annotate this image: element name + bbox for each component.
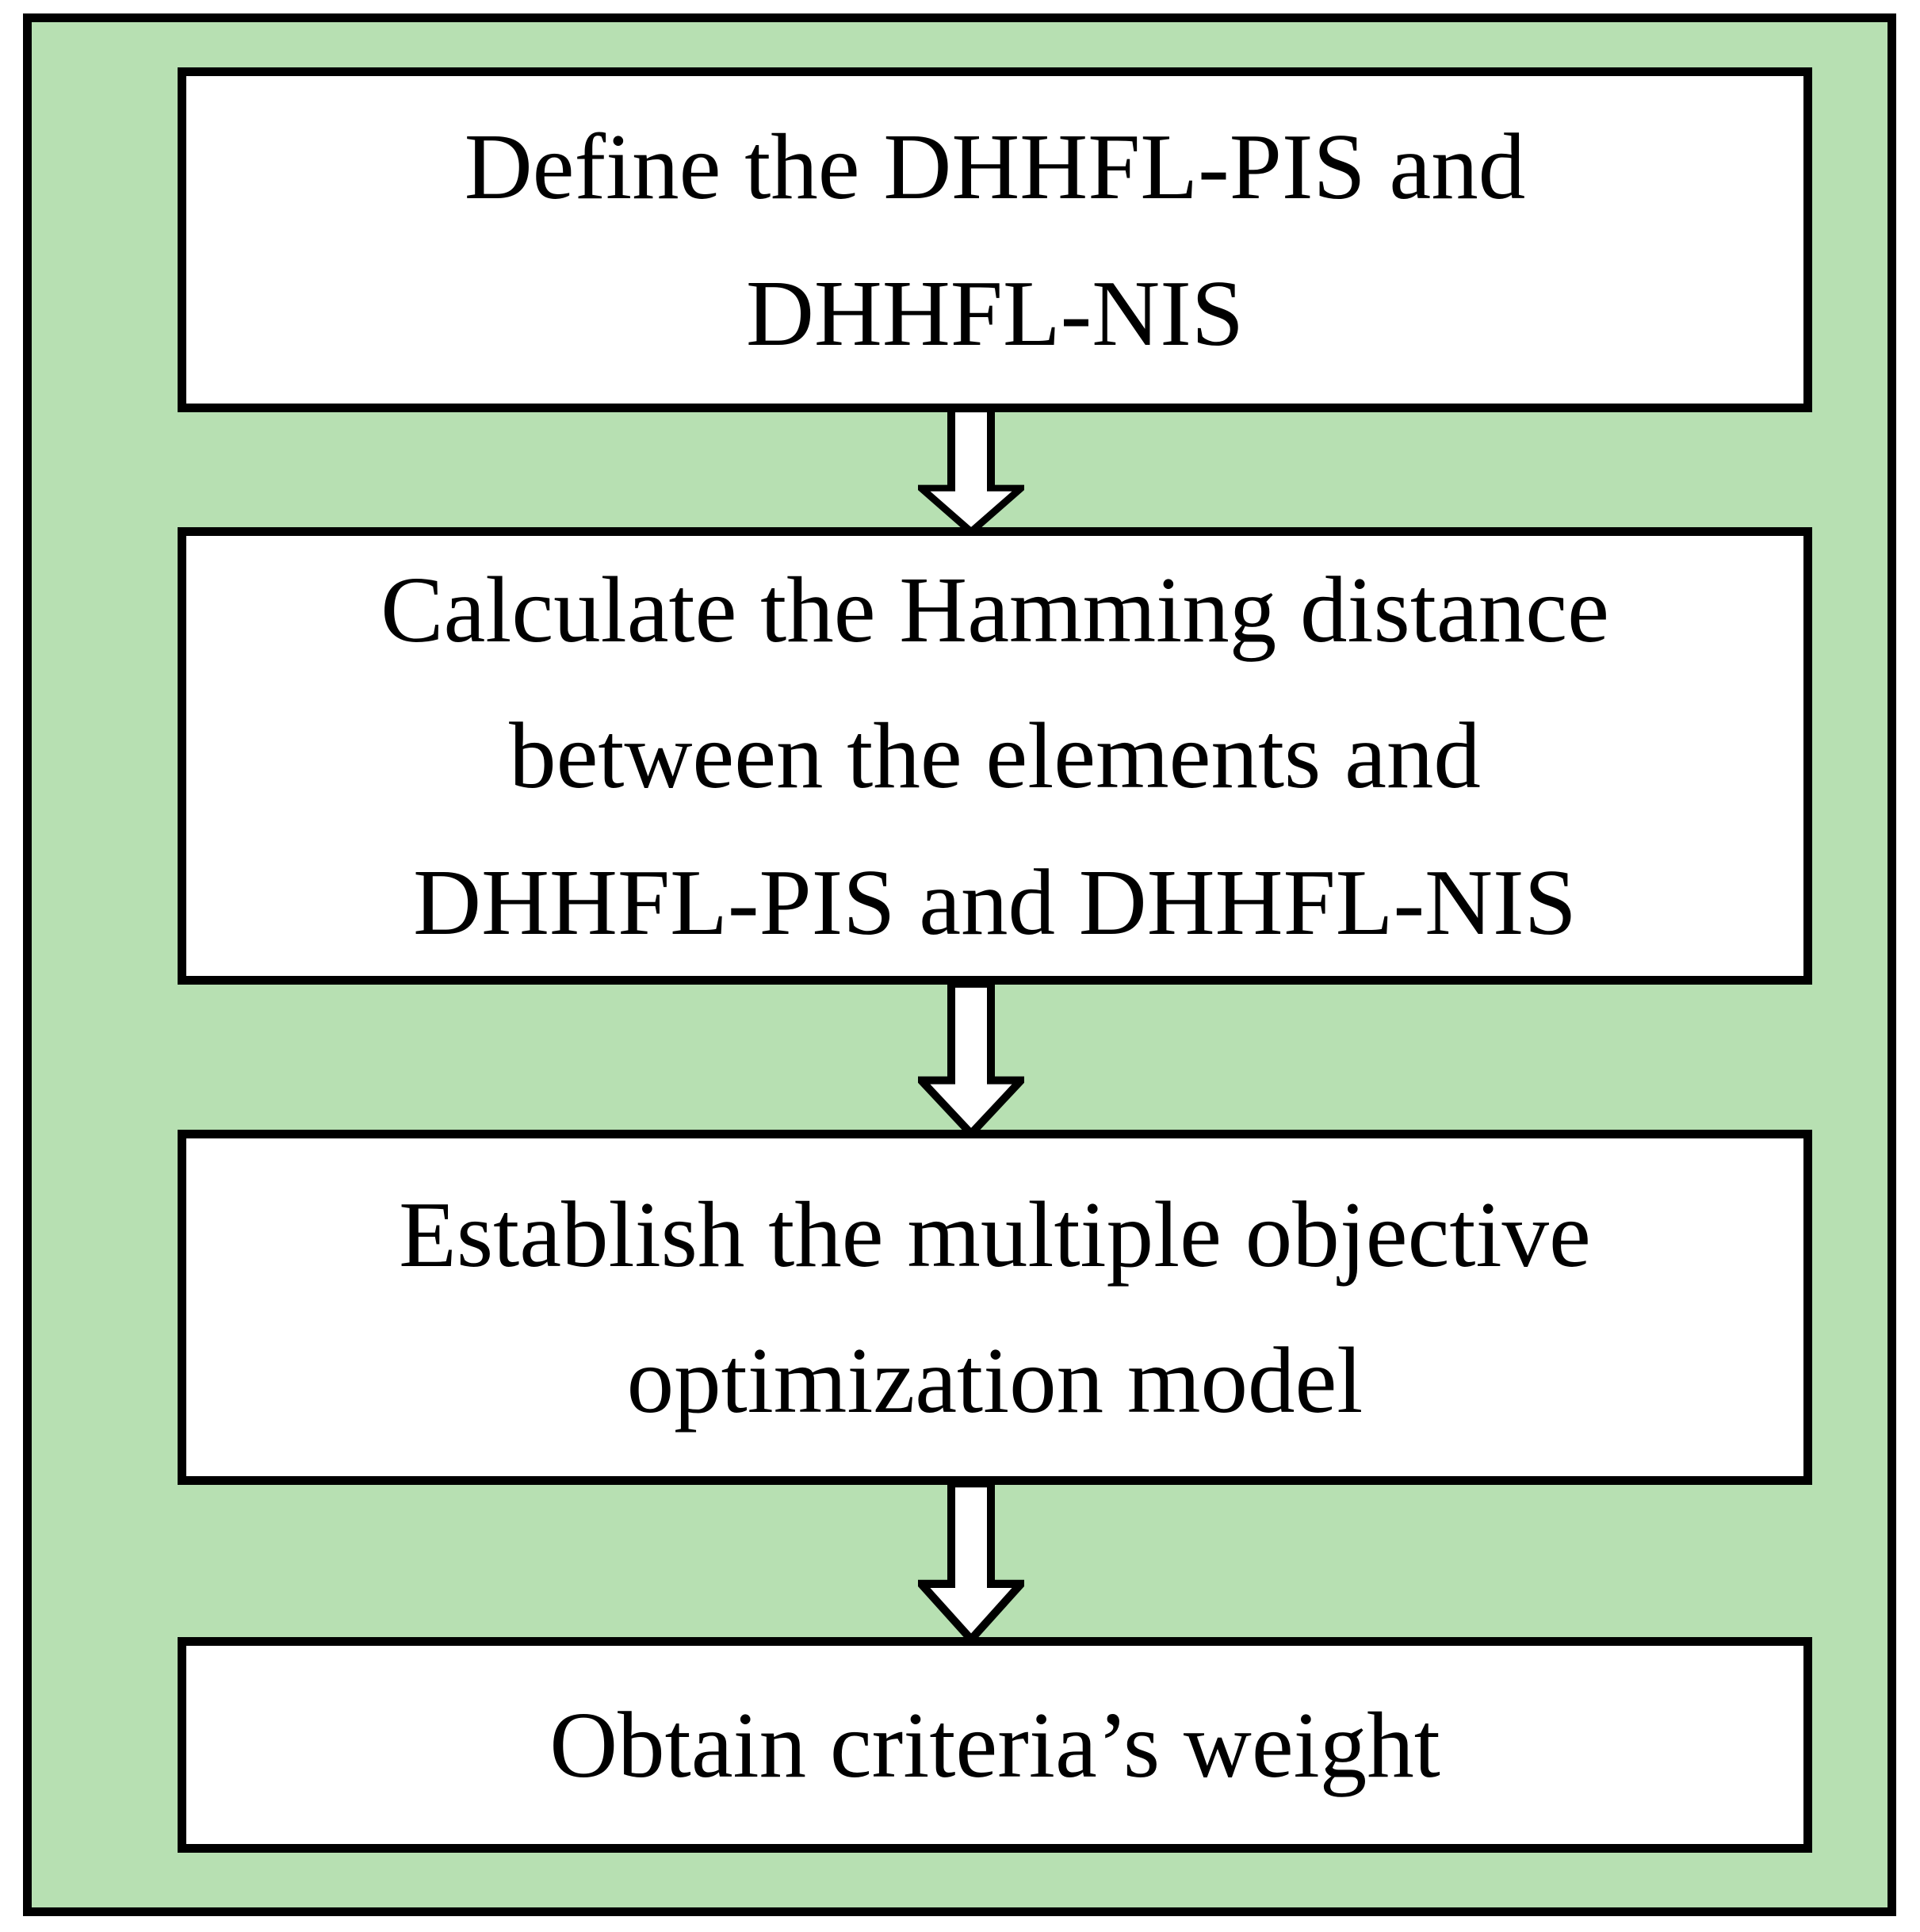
box-text-line: between the elements and bbox=[509, 703, 1481, 809]
box-text-line: optimization model bbox=[626, 1328, 1364, 1433]
box-obtain-criteria-weight: Obtain criteria’s weight bbox=[178, 1637, 1812, 1853]
down-arrow-icon bbox=[918, 406, 1024, 534]
down-arrow-icon bbox=[918, 980, 1024, 1137]
box-define-ideal-solutions: Define the DHHFL-PIS and DHHFL-NIS bbox=[178, 67, 1812, 412]
box-text-line: Obtain criteria’s weight bbox=[549, 1692, 1440, 1797]
box-text-line: DHHFL-PIS and DHHFL-NIS bbox=[413, 849, 1577, 955]
box-text-line: DHHFL-NIS bbox=[745, 260, 1245, 365]
box-text-line: Calculate the Hamming distance bbox=[381, 557, 1609, 662]
down-arrow-icon bbox=[918, 1479, 1024, 1643]
box-establish-optimization-model: Establish the multiple objective optimiz… bbox=[178, 1130, 1812, 1485]
box-calculate-hamming-distance: Calculate the Hamming distance between t… bbox=[178, 527, 1812, 985]
box-text-line: Define the DHHFL-PIS and bbox=[464, 114, 1526, 220]
box-text-line: Establish the multiple objective bbox=[399, 1181, 1591, 1287]
